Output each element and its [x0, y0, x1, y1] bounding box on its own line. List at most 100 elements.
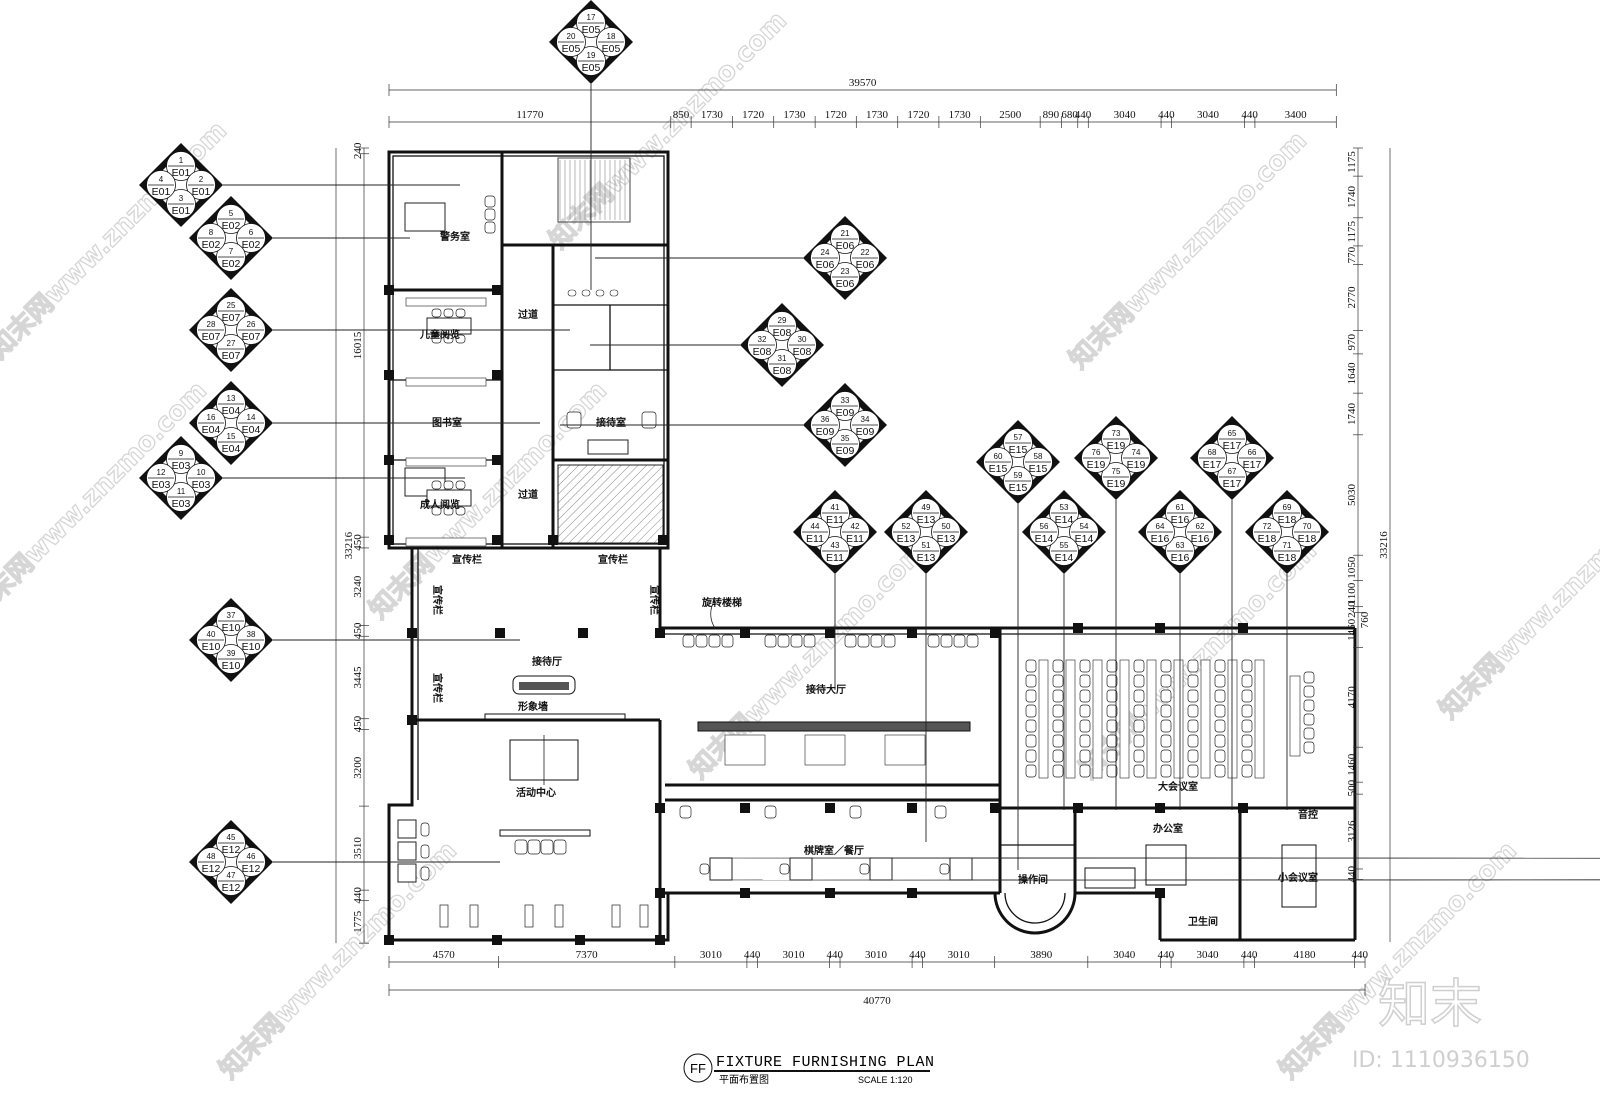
marker-sheet-number: 5: [229, 209, 234, 218]
marker-sheet-number: 3: [179, 194, 184, 203]
room-label-reception-room: 接待室: [596, 416, 626, 429]
bottom-dimension-label: 440: [909, 949, 926, 961]
marker-code: E03: [172, 498, 191, 510]
room-label-adult-reading: 成人阅览: [420, 498, 460, 511]
right-dimension-label: 1640: [1346, 362, 1358, 385]
bottom-dimension-label: 3010: [700, 949, 723, 961]
marker-sheet-number: 34: [861, 415, 870, 424]
bookshelf: [405, 457, 487, 467]
marker-sheet-number: 27: [227, 339, 236, 348]
right-dimension-label: 3126: [1346, 820, 1358, 843]
left-dimension-label: 450: [352, 622, 364, 639]
marker-sheet-number: 59: [1014, 471, 1023, 480]
marker-code: E11: [826, 514, 844, 526]
column: [907, 628, 917, 638]
card-table: [869, 857, 893, 881]
column: [655, 803, 665, 813]
marker-sheet-number: 69: [1283, 503, 1292, 512]
right-dimension-label: 1050: [1346, 556, 1358, 579]
top-dimension-label: 1720: [742, 109, 765, 121]
column: [990, 628, 1000, 638]
marker-sheet-number: 11: [177, 487, 186, 496]
right-dimension-label: 4170: [1346, 686, 1358, 709]
bookshelf: [405, 377, 487, 387]
chair: [1025, 704, 1037, 718]
room-label-conference: 大会议室: [1158, 780, 1198, 793]
left-total-label: 33216: [343, 531, 355, 559]
marker-sheet-number: 30: [798, 335, 807, 344]
room-label-bulletin: 宣传栏: [431, 673, 444, 703]
marker-code: E16: [1191, 533, 1210, 545]
top-dimension-label: 850: [673, 109, 690, 121]
marker-sheet-number: 29: [778, 316, 787, 325]
upper-block-wall: [387, 150, 670, 550]
top-dimension-label: 1730: [949, 109, 972, 121]
chair: [1214, 719, 1226, 733]
marker-code: E17: [1203, 459, 1222, 471]
chair: [1025, 689, 1037, 703]
marker-diamond-inner: [198, 607, 264, 673]
marker-sheet-number: 32: [758, 335, 767, 344]
column: [740, 803, 750, 813]
marker-sheet-number: 19: [587, 51, 596, 60]
column: [1155, 623, 1165, 633]
gym-equipment: [469, 904, 479, 928]
marker-diamond-inner: [802, 499, 868, 565]
column: [658, 535, 668, 545]
curved-wall: [993, 892, 1077, 935]
chair: [641, 411, 657, 429]
top-dimension-label: 1730: [701, 109, 724, 121]
chair: [1133, 704, 1145, 718]
marker-sheet-number: 42: [851, 522, 860, 531]
chair: [939, 863, 950, 875]
marker-code: E15: [1009, 482, 1028, 494]
marker-diamond-inner: [1199, 425, 1265, 491]
column: [407, 628, 417, 638]
marker-sheet-number: 68: [1208, 448, 1217, 457]
column: [575, 935, 585, 945]
marker-code: E10: [222, 622, 241, 634]
column: [1073, 803, 1083, 813]
marker-sheet-number: 40: [207, 630, 216, 639]
marker-sheet-number: 15: [227, 432, 236, 441]
marker-sheet-number: 65: [1228, 429, 1237, 438]
right-dimension-label: 500: [1346, 779, 1358, 796]
marker-sheet-number: 35: [841, 434, 850, 443]
reading-table: [426, 489, 472, 507]
shaft-hatch: [557, 464, 664, 544]
chair: [927, 634, 940, 648]
marker-code: E05: [562, 43, 581, 55]
marker-code: E19: [1127, 459, 1146, 471]
marker-code: E10: [202, 641, 221, 653]
column: [578, 628, 588, 638]
chair: [443, 480, 454, 490]
plan-title: FIXTURE FURNISHING PLAN: [716, 1054, 935, 1071]
top-dimension-label: 1720: [825, 109, 848, 121]
chair: [1187, 749, 1199, 763]
watermark-logo: 知末 ID: 1110936150: [1352, 974, 1530, 1073]
conference-desk: [1119, 659, 1130, 779]
marker-diamond-inner: [148, 445, 214, 511]
right-dimension-label: 5030: [1346, 484, 1358, 507]
marker-code: E01: [192, 186, 211, 198]
marker-sheet-number: 60: [994, 452, 1003, 461]
elevation-markers: 1E012E013E014E015E026E027E028E029E0310E0…: [139, 0, 1329, 904]
chair: [1214, 734, 1226, 748]
marker-code: E02: [222, 258, 241, 270]
chair: [1052, 719, 1064, 733]
bookshelf: [405, 297, 487, 307]
room-label-main-reception-hall: 接待大厅: [806, 683, 846, 696]
room-label-bulletin: 宣传栏: [598, 553, 628, 566]
chair: [1160, 719, 1172, 733]
left-dimension-label: 3200: [352, 756, 364, 779]
plan-subtitle: 平面布置图: [719, 1074, 769, 1086]
marker-code: E04: [242, 424, 261, 436]
room-label-office: 办公室: [1153, 822, 1183, 835]
marker-sheet-number: 4: [159, 175, 164, 184]
gym-equipment: [524, 904, 534, 928]
marker-code: E07: [222, 350, 241, 362]
